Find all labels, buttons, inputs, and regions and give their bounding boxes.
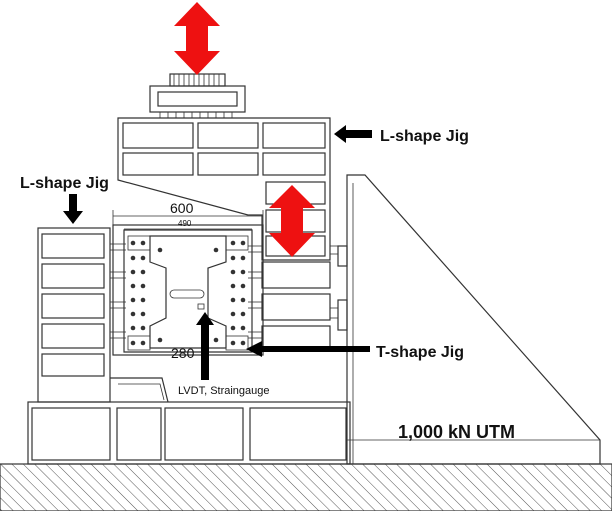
lower-l-jig xyxy=(37,227,169,403)
arrow-to-upper-jig-icon xyxy=(334,125,372,143)
label-utm: 1,000 kN UTM xyxy=(398,422,515,442)
utm-frame xyxy=(337,174,601,465)
base-blocks xyxy=(27,401,351,465)
label-l-shape-jig-top: L-shape Jig xyxy=(380,128,469,145)
load-arrow-top-icon xyxy=(174,2,220,75)
arrow-to-lower-jig-icon xyxy=(63,194,83,224)
dimension-600: 600 xyxy=(170,200,194,216)
load-arrow-mid-icon xyxy=(269,185,315,257)
dimension-280: 280 xyxy=(171,345,195,361)
label-t-shape-jig: T-shape Jig xyxy=(376,344,464,361)
arrow-to-sensor-icon xyxy=(196,312,214,380)
dimension-490: 490 xyxy=(178,219,192,228)
label-lvdt-straingauge: LVDT, Straingauge xyxy=(178,385,270,397)
load-head xyxy=(149,73,246,118)
ground-base xyxy=(0,463,612,511)
right-bolt-blocks xyxy=(248,245,338,351)
arrow-to-t-jig-icon xyxy=(246,341,370,357)
label-l-shape-jig-left: L-shape Jig xyxy=(20,175,109,192)
dimension-lines xyxy=(112,210,264,230)
t-shape-specimen xyxy=(112,224,264,356)
